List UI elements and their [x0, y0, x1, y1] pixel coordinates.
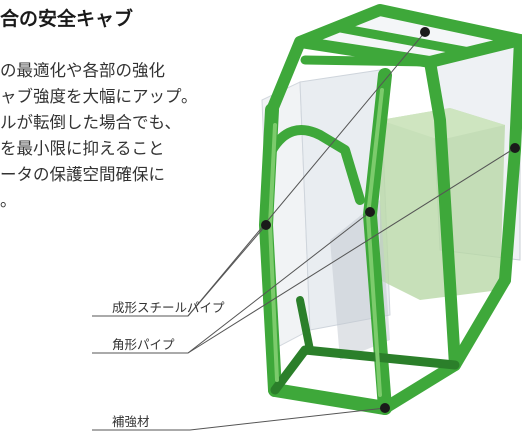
leader-line-reinforcement [92, 407, 386, 431]
callout-square-pipe: 角形パイプ [112, 337, 175, 352]
description-line: ータの保護空間確保に [0, 165, 165, 184]
description-text: の最適化や各部の強化 ャブ強度を大幅にアップ。 ルが転倒した場合でも、 を最小限… [0, 58, 270, 214]
description-line: ルが転倒した場合でも、 [0, 113, 182, 132]
marker-dot [365, 207, 375, 217]
base-inner [296, 296, 314, 354]
callout-markers [261, 27, 520, 413]
marker-dot [261, 220, 271, 230]
door-frame [267, 125, 365, 205]
description-line: ャブ強度を大幅にアップ。 [0, 87, 198, 106]
description-line: の最適化や各部の強化 [0, 61, 165, 80]
base-frame-left [270, 345, 460, 395]
callout-steel-pipe: 成形スチールパイプ [112, 300, 225, 315]
description-line: を最小限に抑えること [0, 139, 165, 158]
description-line: 。 [0, 191, 17, 210]
leader-line-square-pipe-2 [187, 147, 516, 354]
section-heading: 合の安全キャブ [0, 8, 134, 30]
leader-line-steel-pipe-2 [187, 224, 267, 317]
marker-dot [380, 403, 390, 413]
leader-lines [92, 31, 516, 431]
rear-post [424, 56, 461, 371]
roof-crossbar-2 [300, 55, 435, 67]
marker-dot [510, 143, 520, 153]
callout-reinforcement: 補強材 [112, 414, 150, 429]
roof-crossbar [335, 23, 475, 57]
base-frame-front [268, 383, 392, 415]
marker-dot [420, 27, 430, 37]
